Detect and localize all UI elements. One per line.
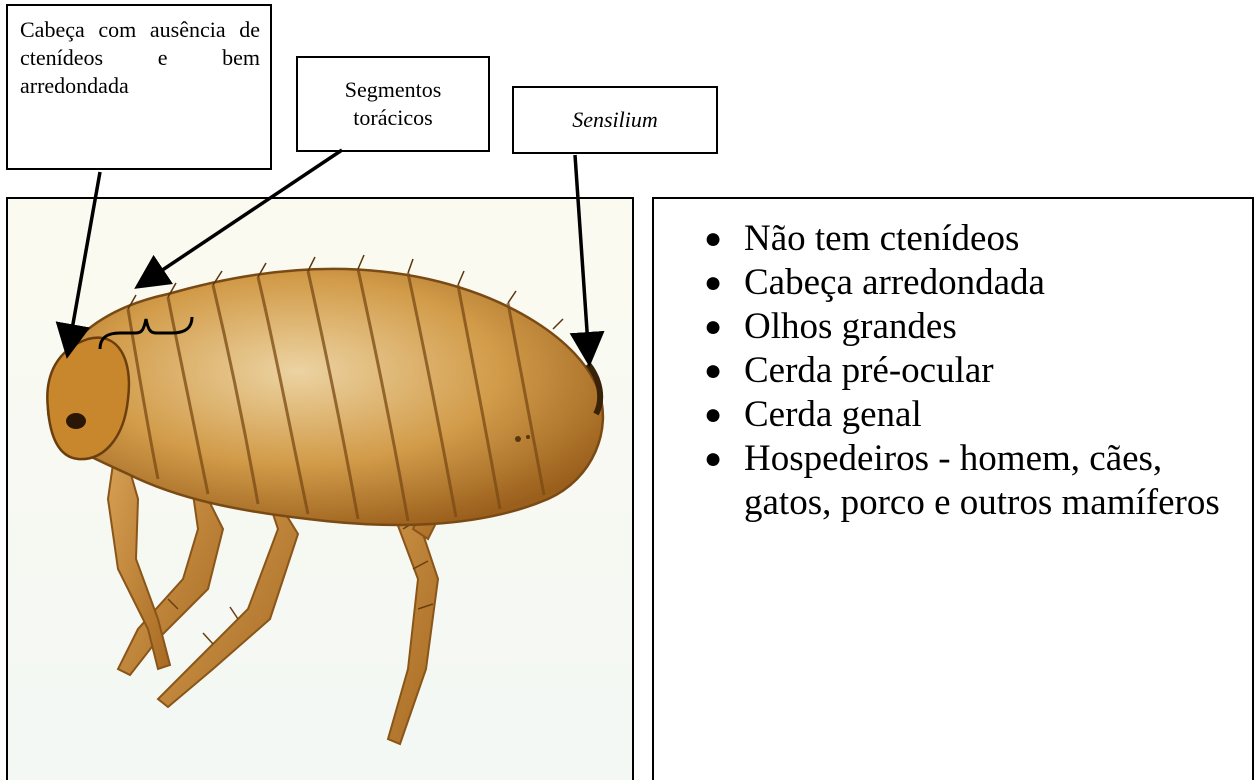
arrow-sensilium-pointer — [575, 155, 589, 360]
arrow-head-pointer — [68, 172, 100, 352]
arrow-segments-pointer — [140, 150, 342, 285]
